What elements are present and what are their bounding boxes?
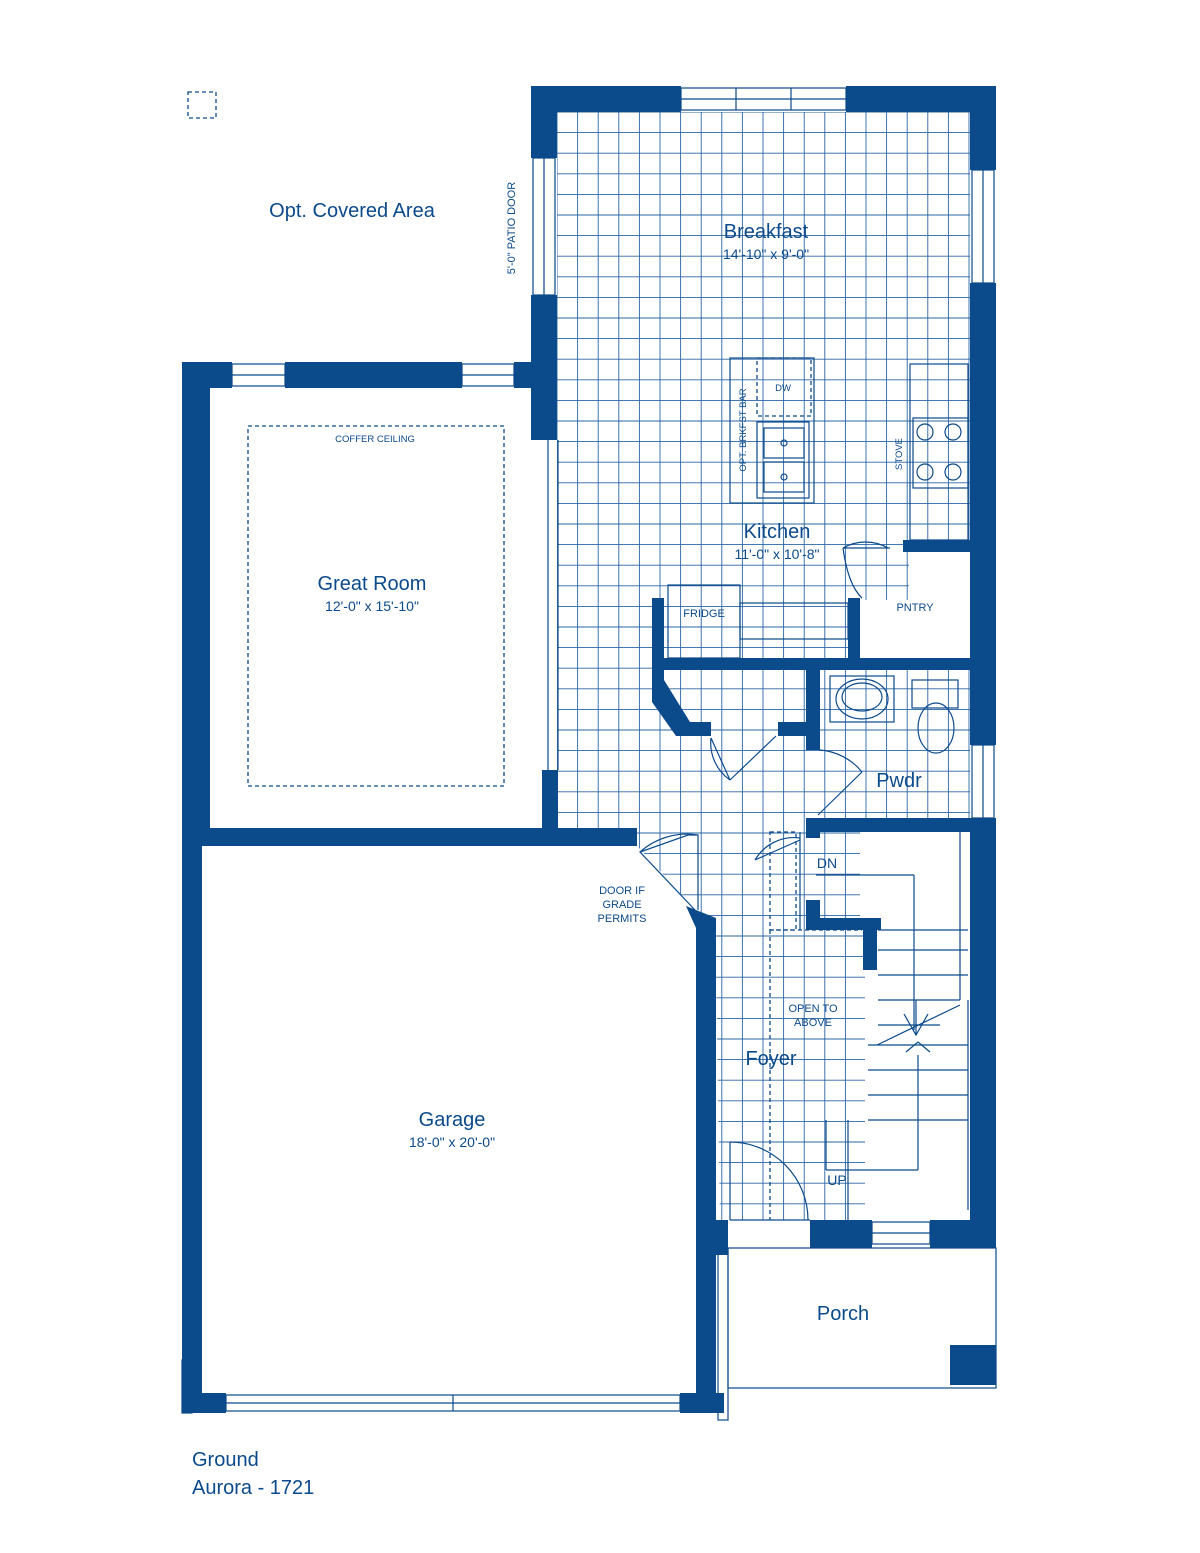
- walls: [182, 86, 996, 1413]
- patio-door-label: 5'-0" PATIO DOOR: [506, 182, 518, 274]
- breakfast-bar-label: OPT. BRKFST BAR: [738, 388, 749, 471]
- stairs-down-label: DN: [817, 855, 837, 871]
- coffer-ceiling-outline: [247, 425, 505, 787]
- covered-area-label: Opt. Covered Area: [269, 200, 436, 222]
- fridge-label: FRIDGE: [683, 608, 725, 620]
- door-if-grade-permits-line2: GRADE: [602, 899, 641, 911]
- staircase: [769, 831, 969, 1220]
- breakfast-dimensions: 14'-10" x 9'-0": [723, 246, 809, 262]
- model-caption: Aurora - 1721: [192, 1477, 315, 1499]
- plan-labels: Opt. Covered Area 5'-0" PATIO DOOR Break…: [269, 182, 934, 1325]
- coffer-ceiling-label: COFFER CEILING: [335, 434, 415, 445]
- breakfast-label: Breakfast: [724, 221, 809, 243]
- pantry-label: PNTRY: [896, 602, 934, 614]
- garage-dimensions: 18'-0" x 20'-0": [409, 1134, 495, 1150]
- open-to-above-line1: OPEN TO: [788, 1003, 838, 1015]
- fixtures: [181, 91, 997, 1421]
- foyer-label: Foyer: [745, 1048, 796, 1070]
- kitchen-dimensions: 11'-0" x 10'-8": [734, 546, 819, 562]
- great-room-dimensions: 12'-0" x 15'-10": [325, 598, 419, 614]
- dishwasher-label: DW: [775, 383, 791, 394]
- stove-label: STOVE: [894, 438, 905, 470]
- porch-label: Porch: [817, 1303, 869, 1325]
- windows: [225, 87, 995, 1412]
- level-caption: Ground: [192, 1449, 259, 1471]
- door-if-grade-permits-line3: PERMITS: [598, 913, 647, 925]
- great-room-label: Great Room: [318, 573, 427, 595]
- garage-label: Garage: [419, 1109, 486, 1131]
- kitchen-label: Kitchen: [744, 521, 811, 543]
- open-to-above-line2: ABOVE: [794, 1017, 832, 1029]
- stairs-up-label: UP: [827, 1172, 846, 1188]
- door-if-grade-permits-line1: DOOR IF: [599, 885, 645, 897]
- powder-room-label: Pwdr: [876, 770, 922, 792]
